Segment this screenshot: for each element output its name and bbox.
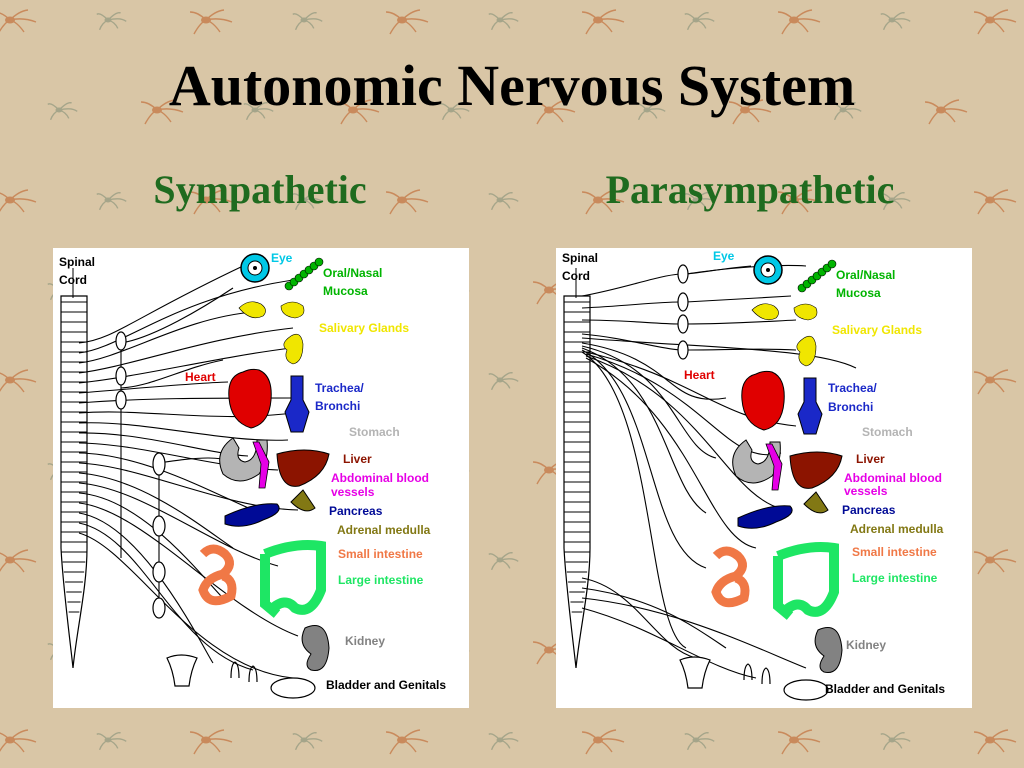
stomach-label: Stomach xyxy=(349,425,400,439)
parasympathetic-diagram: Spinal Cord Eye Oral/Nasal Mucosa Saliva… xyxy=(556,248,972,708)
page-title: Autonomic Nervous System xyxy=(168,53,856,118)
trachea-icon xyxy=(284,375,310,433)
spinal-label: Spinal xyxy=(59,255,95,269)
eye-label: Eye xyxy=(271,251,293,265)
salivary-gland-icon xyxy=(280,301,305,319)
parasympathetic-heading: Parasympathetic xyxy=(605,167,895,212)
trachea-icon xyxy=(797,377,823,435)
eye-label: Eye xyxy=(713,249,735,263)
genitals-icon xyxy=(743,663,771,685)
cord-label: Cord xyxy=(562,269,590,283)
bronchi-label: Bronchi xyxy=(315,399,360,413)
kidney-icon xyxy=(814,627,843,674)
salivary-glands-label: Salivary Glands xyxy=(832,323,922,337)
trachea-label: Trachea/ xyxy=(315,381,364,395)
stomach-label: Stomach xyxy=(862,425,913,439)
bronchi-label: Bronchi xyxy=(828,400,873,414)
kidney-label: Kidney xyxy=(345,634,385,648)
liver-icon xyxy=(789,451,843,489)
stomach-icon xyxy=(219,437,268,482)
heart-label: Heart xyxy=(684,368,715,382)
mucosa-icon xyxy=(827,259,837,269)
blood-vessels-icon xyxy=(765,443,783,491)
nerve-fibers xyxy=(581,264,857,679)
pancreas-label: Pancreas xyxy=(842,503,896,517)
pancreas-icon xyxy=(224,503,280,527)
salivary-gland-icon xyxy=(283,333,304,365)
adrenal-icon xyxy=(803,491,829,514)
genitals-icon xyxy=(783,679,829,701)
mucosa-icon xyxy=(314,257,324,267)
pancreas-icon xyxy=(737,505,793,529)
small-intestine-label: Small intestine xyxy=(852,545,937,559)
cord-label: Cord xyxy=(59,273,87,287)
liver-label: Liver xyxy=(343,452,372,466)
mucosa-label: Mucosa xyxy=(323,284,368,298)
large-intestine-label: Large intestine xyxy=(852,571,938,585)
large-intestine-icon xyxy=(260,540,326,618)
pancreas-label: Pancreas xyxy=(329,504,383,518)
genitals-icon xyxy=(230,661,258,683)
vessels-label: vessels xyxy=(331,485,375,499)
adrenal-medulla-label: Adrenal medulla xyxy=(337,523,431,537)
kidney-label: Kidney xyxy=(846,638,886,652)
spinal-label: Spinal xyxy=(562,251,598,265)
bladder-icon xyxy=(166,654,198,687)
abdominal-blood-label: Abdominal blood xyxy=(331,471,429,485)
heart-label: Heart xyxy=(185,370,216,384)
oral-nasal-label: Oral/Nasal xyxy=(323,266,382,280)
salivary-glands-label: Salivary Glands xyxy=(319,321,409,335)
salivary-gland-icon xyxy=(793,303,818,321)
salivary-gland-icon xyxy=(796,335,817,367)
spinal-cord xyxy=(563,268,591,669)
oral-nasal-label: Oral/Nasal xyxy=(836,268,895,282)
large-intestine-label: Large intestine xyxy=(338,573,424,587)
kidney-icon xyxy=(301,625,330,672)
liver-label: Liver xyxy=(856,452,885,466)
bladder-genitals-label: Bladder and Genitals xyxy=(326,678,446,692)
bladder-genitals-label: Bladder and Genitals xyxy=(825,682,945,696)
bladder-icon xyxy=(679,656,711,689)
spinal-cord xyxy=(60,268,88,669)
small-intestine-label: Small intestine xyxy=(338,547,423,561)
sympathetic-heading: Sympathetic xyxy=(153,167,367,212)
abdominal-blood-label: Abdominal blood xyxy=(844,471,942,485)
salivary-gland-icon xyxy=(238,301,266,319)
stomach-icon xyxy=(732,439,781,484)
salivary-gland-icon xyxy=(751,303,779,321)
adrenal-icon xyxy=(290,489,316,512)
small-intestine-icon xyxy=(198,544,237,606)
adrenal-medulla-label: Adrenal medulla xyxy=(850,522,944,536)
liver-icon xyxy=(276,449,330,487)
mucosa-label: Mucosa xyxy=(836,286,881,300)
heart-icon xyxy=(741,370,785,431)
trachea-label: Trachea/ xyxy=(828,381,877,395)
small-intestine-icon xyxy=(711,546,750,608)
heart-icon xyxy=(228,368,272,429)
blood-vessels-icon xyxy=(252,441,270,489)
sympathetic-diagram: Spinal Cord Eye Oral/Nasal Mucosa Saliva… xyxy=(53,248,469,708)
ganglion-chain xyxy=(677,264,689,360)
genitals-icon xyxy=(270,677,316,699)
ganglion-chain xyxy=(115,331,166,619)
vessels-label: vessels xyxy=(844,484,888,498)
large-intestine-icon xyxy=(773,542,839,620)
